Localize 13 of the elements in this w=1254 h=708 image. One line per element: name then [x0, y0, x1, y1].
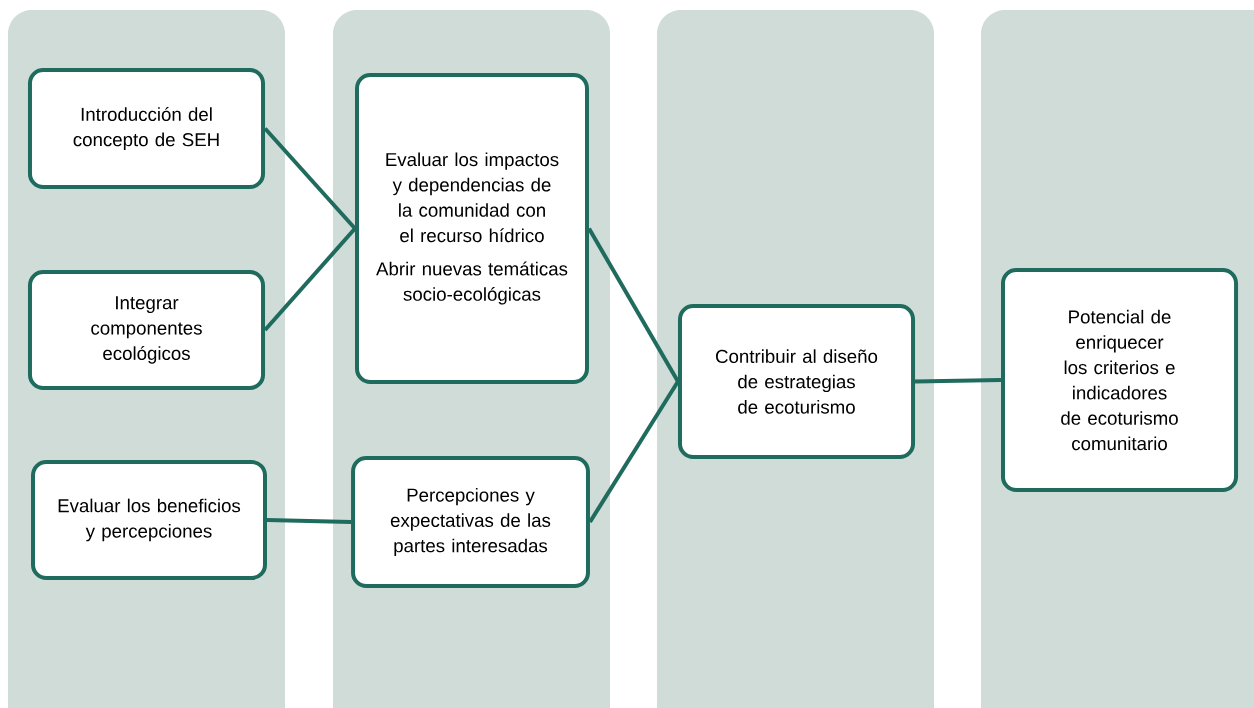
connector-line [263, 127, 357, 230]
connector-line [266, 518, 352, 524]
connector-line [915, 378, 1001, 384]
process-box: Evaluar los impactos y dependencias de la comunidad con el recurso hídrico Abrir nuevas temáticas socio-ecológicas [355, 73, 589, 384]
process-box: Integrar componentes ecológicos [27, 270, 266, 390]
connector-line [588, 380, 680, 524]
process-box: Contribuir al diseño de estrategias de ecoturismo [678, 304, 916, 459]
process-box: Percepciones y expectativas de las partes interesadas [351, 456, 590, 588]
process-box: Introducción del concepto de SEH [27, 67, 266, 190]
connector-line [587, 227, 680, 383]
process-box: Potencial de enriquecer los criterios e indicadores de ecoturismo comunitario [1001, 268, 1239, 492]
connector-line [263, 227, 357, 332]
process-box: Evaluar los beneficios y percepciones [31, 460, 267, 580]
